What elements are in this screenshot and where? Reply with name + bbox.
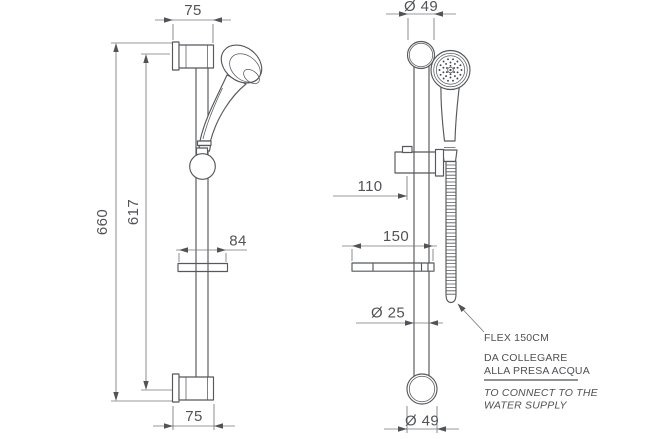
side-rail — [195, 68, 209, 377]
dim-label-side-top-width: 75 — [184, 2, 202, 19]
dim-front-soap-dish: 150 — [342, 228, 437, 261]
front-slider-holder — [394, 145, 445, 177]
side-top-wall-bracket — [171, 41, 215, 71]
shower-head-nozzles — [438, 58, 463, 82]
note-italian-line2: ALLA PRESA ACQUA — [484, 365, 590, 377]
dim-label-front-top-diameter: Ø 49 — [404, 0, 438, 15]
dim-front-bottom-diameter: Ø 49 — [384, 406, 459, 433]
dim-side-soap-dish: 84 — [176, 233, 247, 262]
dim-label-rail-height: 617 — [125, 199, 142, 225]
dim-holder-offset: 110 — [333, 176, 408, 200]
dim-label-front-soap-dish: 150 — [383, 228, 409, 245]
dim-front-top-diameter: Ø 49 — [386, 0, 456, 40]
dim-side-top-width: 75 — [155, 2, 231, 43]
dim-rail-height: 617 — [125, 53, 172, 391]
dim-label-side-soap-dish: 84 — [229, 233, 247, 250]
note-italian-line1: DA COLLEGARE — [484, 352, 568, 364]
flex-label: FLEX 150CM — [484, 332, 549, 344]
note-english-line1: TO CONNECT TO THE — [484, 387, 599, 399]
front-shower-head — [430, 49, 471, 91]
front-view: Ø 49 110 150 Ø 25 Ø 49 — [333, 0, 471, 433]
dim-label-rail-diameter: Ø 25 — [371, 305, 405, 322]
dim-label-holder-offset: 110 — [357, 178, 382, 195]
annotations: FLEX 150CM DA COLLEGARE ALLA PRESA ACQUA… — [457, 303, 599, 412]
front-hand-shower-handle — [440, 80, 461, 163]
dim-label-overall-height: 660 — [94, 209, 111, 235]
side-view: 75 660 617 84 75 — [94, 2, 263, 430]
side-soap-dish — [177, 262, 229, 273]
flex-leader — [457, 303, 485, 333]
side-slider-knob — [189, 147, 216, 180]
side-bottom-wall-bracket — [171, 373, 215, 403]
dim-side-bottom-width: 75 — [153, 404, 235, 430]
dim-rail-diameter: Ø 25 — [356, 305, 443, 326]
front-top-wall-bracket — [406, 40, 436, 70]
side-shower-head — [220, 44, 263, 84]
shower-hose — [445, 160, 457, 304]
dim-overall-height: 660 — [94, 42, 172, 402]
front-bottom-wall-bracket — [406, 373, 438, 405]
front-rail — [413, 55, 430, 390]
dim-label-side-bottom-width: 75 — [185, 408, 203, 425]
note-english-line2: WATER SUPPLY — [484, 400, 568, 412]
dim-label-front-bottom-diameter: Ø 49 — [405, 413, 439, 430]
front-soap-dish — [351, 262, 435, 272]
side-hand-shower-handle — [196, 74, 247, 152]
